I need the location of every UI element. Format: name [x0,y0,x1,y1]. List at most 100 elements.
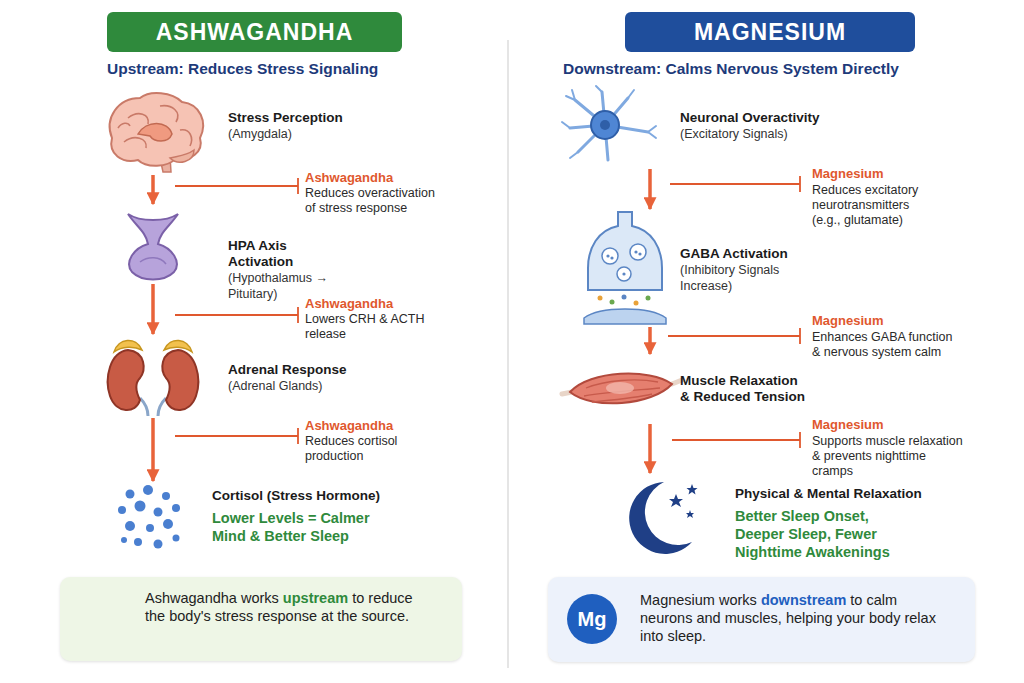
callout-text: Supports muscle relaxation & prevents ni… [812,434,970,479]
step-detail: (Excitatory Signals) [680,127,830,143]
element-badge: Mg [566,593,618,645]
text-block: HPA Axis Activation(Hypothalamus → Pitui… [228,238,350,302]
callout-text: Reduces excitatory neurotransmitters (e.… [812,183,932,228]
kidneys-icon-part [114,340,142,352]
inhibition-callout-lines-part [672,439,800,441]
synapse-icon-part [622,272,625,275]
brain-icon-part [110,93,203,166]
column-divider [507,40,509,668]
cortisol-dots-part [163,519,173,529]
text-block: Physical & Mental RelaxationBetter Sleep… [735,486,940,561]
synapse-icon-part [610,300,615,305]
process-step: Physical & Mental RelaxationBetter Sleep… [610,474,980,560]
summary-box: Ashwagandha works upstream to reduce the… [60,577,462,661]
inhibition-callout-lines-part [175,435,298,437]
cortisol-dots-part [173,535,180,542]
flow-arrow [151,418,155,481]
text-block: Cortisol (Stress Hormone)Lower Levels = … [212,488,402,545]
brain-icon [110,93,203,172]
callout-heading: Ashwagandha [305,418,455,433]
muscle-icon-part [570,374,672,404]
highlight-word: upstream [283,590,348,606]
pituitary-icon-part [140,258,166,264]
text-block: Magnesium works downstream to calm neuro… [640,591,950,645]
synapse-icon-part [622,295,627,300]
step-detail: (Adrenal Glands) [228,379,368,395]
cortisol-dots-part [118,506,126,514]
kidneys-icon-part [162,350,198,410]
synapse-icon-part [606,254,609,257]
synapse-icon-part [638,252,641,255]
summary-text: Magnesium works downstream to calm neuro… [640,591,950,645]
process-step: Muscle Relaxation & Reduced Tension [565,355,805,423]
cortisol-dots [118,485,180,549]
moon-icon-part [686,510,694,518]
muscle-icon-part [584,380,660,402]
callout-heading: Ashwagandha [305,296,455,311]
inhibition-callout-lines-part [799,328,801,344]
kidneys-icon-part [140,398,148,416]
brain-icon-part [170,150,194,162]
synapse-icon-part [602,248,618,264]
synapse-icon-part [584,309,666,324]
synapse-icon-part [617,267,631,281]
cortisol-dots-part [125,521,135,531]
kidneys-icon [108,340,199,416]
muscle-icon-part [606,382,634,394]
kidneys-icon-part [108,350,144,410]
step-heading: Muscle Relaxation & Reduced Tension [680,373,805,405]
inhibition-callout-lines-part [297,178,299,194]
cortisol-dots-part [154,540,163,549]
neuron-icon-part [600,120,610,130]
summary-box: Magnesium works downstream to calm neuro… [548,577,975,662]
flow-arrow [648,424,652,473]
inhibition-callout-lines-part [175,185,298,187]
column-banner: MAGNESIUM [625,12,915,52]
inhibition-callout-lines-part [799,176,801,192]
step-heading: Cortisol (Stress Hormone) [212,488,402,504]
cortisol-dots-part [172,504,180,512]
cortisol-dots-part [143,485,153,495]
badge-text: Mg [578,608,607,631]
synapse-icon-part [634,301,639,306]
step-heading: Adrenal Response [228,362,368,378]
kidneys-icon-part [164,340,192,352]
highlight-word: downstream [761,592,846,608]
kidneys-icon-part [158,398,166,416]
pituitary-icon [128,214,178,280]
column-subtitle: Upstream: Reduces Stress Signaling [107,60,497,78]
process-step: GABA Activation(Inhibitory Signals Incre… [580,210,810,326]
text-block: GABA Activation(Inhibitory Signals Incre… [680,246,805,294]
synapse-icon [584,212,666,324]
callout-text: Reduces cortisol production [305,434,425,464]
neuron-icon-part [562,86,656,158]
callout-text: Reduces overactivation of stress respons… [305,186,445,216]
result-text: Better Sleep Onset, Deeper Sleep, Fewer … [735,507,905,561]
process-step: Stress Perception(Amygdala) [100,92,370,174]
banner-text: ASHWAGANDHA [156,19,354,46]
step-detail: (Amygdala) [228,127,368,143]
process-step: Adrenal Response(Adrenal Glands) [100,335,370,417]
moon-icon-part [687,484,698,495]
brain-icon-part [118,106,192,148]
step-detail: (Inhibitory Signals Increase) [680,263,805,294]
callout-text: Enhances GABA function & nervous system … [812,330,957,360]
pituitary-icon-part [128,214,178,280]
moon-icon [629,482,697,554]
inhibition-callout-lines-part [297,428,299,444]
moon-icon-part [629,482,692,554]
neuron-icon [562,86,656,160]
cortisol-dots-part [134,538,142,546]
step-heading: GABA Activation [680,246,805,262]
cortisol-dots-part [121,537,127,543]
flow-arrow [151,175,155,204]
badge-circle-shape [567,594,617,644]
column-subtitle: Downstream: Calms Nervous System Directl… [563,60,983,78]
text-block: Muscle Relaxation & Reduced Tension [680,373,805,405]
flow-arrow [648,169,652,209]
process-step: Neuronal Overactivity(Excitatory Signals… [560,88,810,168]
inhibition-callout-lines-part [175,314,298,316]
inhibition-callout-lines [175,176,800,448]
